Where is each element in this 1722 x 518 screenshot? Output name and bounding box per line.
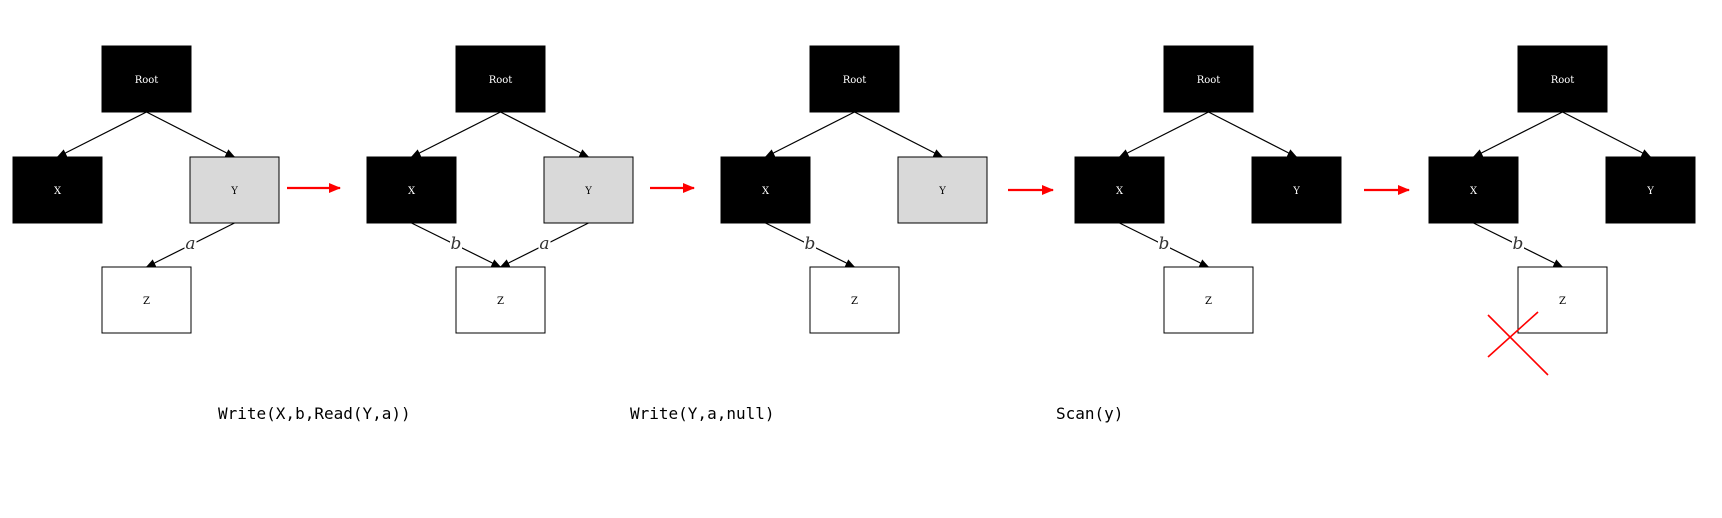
- node-label-z: Z: [1205, 296, 1212, 307]
- edge-label-bg: [1158, 235, 1170, 251]
- edge-root-y: [1208, 111, 1298, 158]
- node-label-y: Y: [1646, 186, 1654, 197]
- node-label-x: X: [762, 186, 770, 197]
- node-y: [189, 156, 280, 224]
- node-x: [1074, 156, 1165, 224]
- node-label-y: Y: [1292, 186, 1300, 197]
- node-z: [1163, 266, 1254, 334]
- node-x: [1428, 156, 1519, 224]
- node-root: [1517, 45, 1608, 113]
- edge-label-a: a: [185, 234, 195, 254]
- edge-root-x: [56, 111, 147, 158]
- edge-root-y: [500, 111, 590, 158]
- node-label-root: Root: [1197, 75, 1221, 86]
- node-root: [101, 45, 192, 113]
- node-label-z: Z: [1559, 296, 1566, 307]
- edge-label-b: b: [1159, 234, 1170, 254]
- edge-label-bg: [804, 235, 816, 251]
- edge-label-bg: [450, 235, 462, 251]
- delete-mark-stroke-2: [1487, 314, 1549, 376]
- edge-root-x: [1472, 111, 1563, 158]
- node-label-y: Y: [230, 186, 238, 197]
- delete-mark-stroke-1: [1487, 311, 1539, 358]
- node-label-root: Root: [489, 75, 513, 86]
- node-x: [720, 156, 811, 224]
- node-z: [809, 266, 900, 334]
- edge-root-x: [1118, 111, 1209, 158]
- node-root: [455, 45, 546, 113]
- node-label-x: X: [408, 186, 416, 197]
- caption-write-y: Write(Y,a,null): [630, 404, 775, 423]
- node-z: [101, 266, 192, 334]
- node-z: [1517, 266, 1608, 334]
- node-label-root: Root: [1551, 75, 1575, 86]
- edge-label-b: b: [805, 234, 816, 254]
- node-label-x: X: [54, 186, 62, 197]
- transition-arrows: [287, 183, 1410, 195]
- edge-label-b: b: [451, 234, 462, 254]
- node-root: [809, 45, 900, 113]
- node-y: [897, 156, 988, 224]
- edge-root-y: [854, 111, 944, 158]
- node-label-z: Z: [497, 296, 504, 307]
- edge-label-bg: [184, 235, 197, 251]
- node-label-z: Z: [143, 296, 150, 307]
- edge-label-a: a: [539, 234, 549, 254]
- node-label-root: Root: [843, 75, 867, 86]
- node-x: [366, 156, 457, 224]
- node-y: [1251, 156, 1342, 224]
- node-label-y: Y: [584, 186, 592, 197]
- edge-root-x: [410, 111, 501, 158]
- node-root: [1163, 45, 1254, 113]
- node-z: [455, 266, 546, 334]
- edge-root-y: [1562, 111, 1652, 158]
- node-y: [1605, 156, 1696, 224]
- delete-cross-icon: [1487, 311, 1549, 376]
- node-label-y: Y: [938, 186, 946, 197]
- edge-label-bg: [538, 235, 551, 251]
- edge-label-bg: [1512, 235, 1524, 251]
- edge-label-b: b: [1513, 234, 1524, 254]
- node-label-x: X: [1470, 186, 1478, 197]
- caption-write-x: Write(X,b,Read(Y,a)): [218, 404, 411, 423]
- edge-root-y: [146, 111, 236, 158]
- node-label-z: Z: [851, 296, 858, 307]
- edge-root-x: [764, 111, 855, 158]
- node-label-root: Root: [135, 75, 159, 86]
- node-label-x: X: [1116, 186, 1124, 197]
- caption-scan: Scan(y): [1056, 404, 1124, 423]
- node-x: [12, 156, 103, 224]
- node-y: [543, 156, 634, 224]
